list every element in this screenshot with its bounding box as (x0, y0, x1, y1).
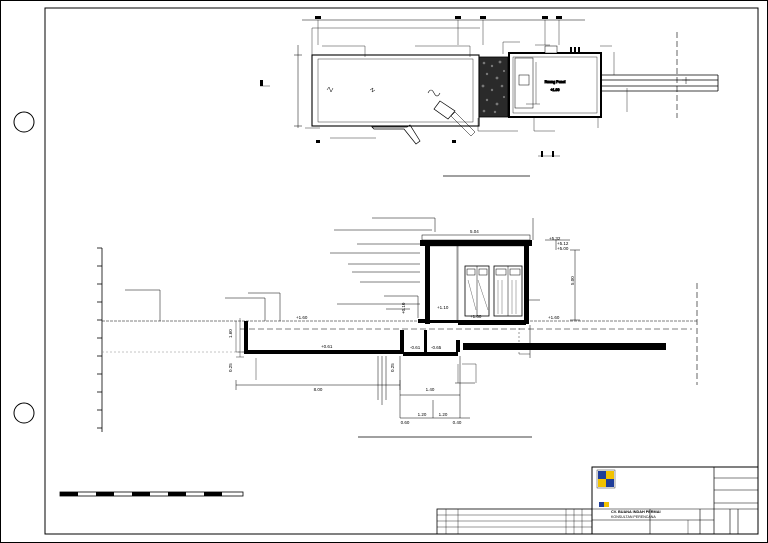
plan-top-markers (315, 16, 562, 19)
company-sub: KONSULTAN PERENCANA (611, 515, 656, 519)
height-dim: 5.00 (570, 276, 575, 285)
plan-view: Ruang Panel +1.00 (260, 16, 719, 157)
dim-span-b: 1.40 (426, 387, 435, 392)
scale-bar (59, 491, 244, 497)
drawing-frame (44, 7, 759, 535)
dim-span-main: 8.00 (314, 387, 323, 392)
panel-door-marker (570, 47, 580, 54)
section-labels: +5.32 +5.12 +5.00 5.04 5.00 +1.60 +1.60 … (228, 229, 575, 425)
level-roof-3: +5.00 (557, 246, 569, 251)
section-view (97, 217, 698, 432)
dim-d4: 0.40 (453, 420, 462, 425)
level-floor: +1.10 (437, 305, 449, 310)
title-block (436, 466, 759, 535)
dim-d3: 0.60 (401, 420, 410, 425)
level-pit-right: -0.65 (431, 345, 442, 350)
binder-hole-bottom (13, 402, 35, 424)
basin-floor-slab (244, 350, 402, 354)
company-name: CV. BUANA INDAH PERMAI (611, 510, 661, 514)
level-pit-left: +0.61 (321, 344, 333, 349)
level-roof-2: +5.12 (557, 241, 569, 246)
level-ground-right: +1.60 (548, 315, 560, 320)
level-pit-center: -0.61 (410, 345, 421, 350)
level-ground-center: +1.60 (470, 314, 482, 319)
building-roof (420, 240, 532, 246)
company-logo (596, 469, 616, 507)
panel-room-label: Ruang Panel (545, 80, 566, 84)
level-roof-top: +5.32 (549, 236, 561, 241)
side-dim-b: 0.25 (390, 363, 395, 372)
dim-d1: 1.20 (418, 412, 427, 417)
level-ground-left: +1.60 (296, 315, 308, 320)
level-step: +0.10 (401, 302, 406, 314)
panel-room-level: +1.00 (550, 88, 559, 92)
outlet-pipe (463, 343, 666, 350)
side-dim-c: 1.60 (228, 329, 233, 338)
dim-d2: 1.20 (439, 412, 448, 417)
side-dim-a: 0.25 (228, 363, 233, 372)
binder-hole-top (13, 111, 35, 133)
level-canopy: 5.04 (470, 229, 479, 234)
